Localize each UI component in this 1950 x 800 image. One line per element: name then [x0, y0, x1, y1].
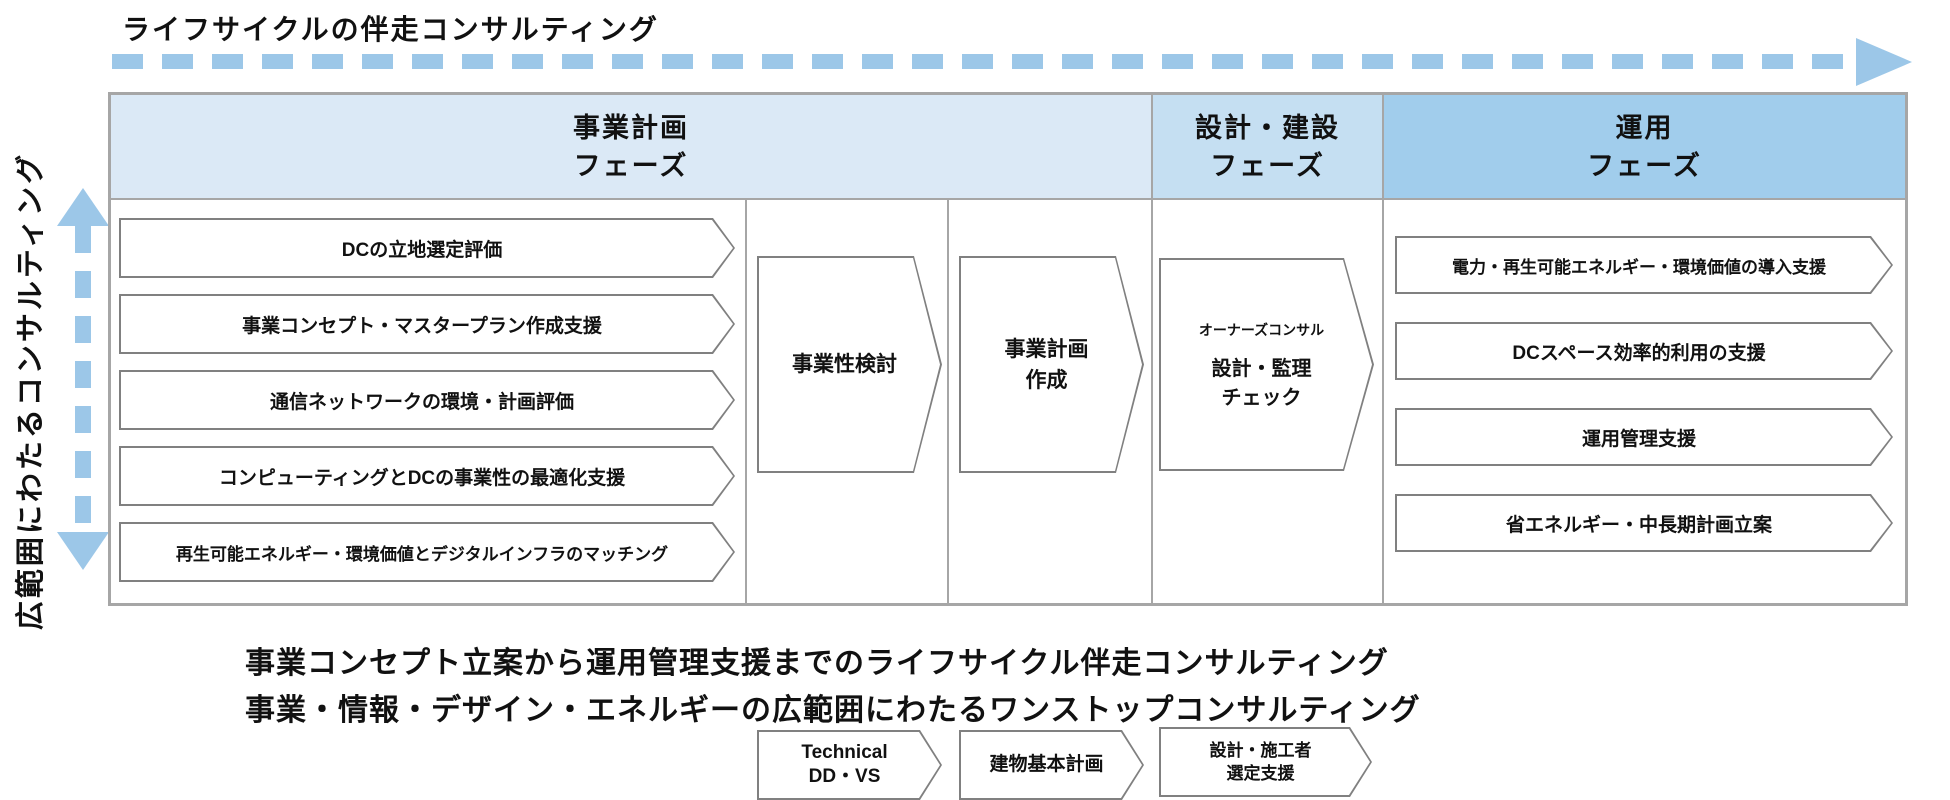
process-label-line2: 選定支援	[1226, 764, 1295, 783]
process-label: 建物基本計画	[989, 754, 1104, 775]
process-arrow-box: 運用管理支援	[1395, 408, 1893, 466]
phase-header-line1: 設計・建設	[1195, 112, 1340, 143]
process-label: 再生可能エネルギー・環境価値とデジタルインフラのマッチング	[175, 544, 669, 564]
process-label-line2: 作成	[1025, 368, 1068, 392]
lifecycle-arrow-dashes	[112, 54, 1858, 69]
contractor-selection-box: 設計・施工者 選定支援	[1159, 727, 1372, 797]
technical-dd-vs-box: Technical DD・VS	[757, 730, 942, 800]
phase-header-business-planning: 事業計画 フェーズ	[111, 95, 1151, 200]
feasibility-chevron: 事業性検討	[757, 256, 942, 473]
owners-consult-tag: オーナーズコンサル	[1198, 322, 1325, 338]
process-label: DCスペース効率的利用の支援	[1512, 342, 1766, 364]
scope-arrow-label: 広範囲にわたるコンサルティング	[15, 151, 47, 631]
process-arrow-box: 省エネルギー・中長期計画立案	[1395, 494, 1893, 552]
owners-consult-chevron: オーナーズコンサル 設計・監理 チェック	[1159, 258, 1374, 471]
process-arrow-box: DCの立地選定評価	[119, 218, 735, 278]
process-label-line1: Technical	[801, 742, 888, 763]
phase-header-line2: フェーズ	[1587, 150, 1702, 181]
process-label: DCの立地選定評価	[341, 239, 503, 261]
summary-caption-line1: 事業コンセプト立案から運用管理支援までのライフサイクル伴走コンサルティング	[245, 647, 1389, 680]
lifecycle-arrow-label: ライフサイクルの伴走コンサルティング	[122, 14, 659, 45]
process-label: 省エネルギー・中長期計画立案	[1505, 514, 1772, 536]
summary-caption: 事業コンセプト立案から運用管理支援までのライフサイクル伴走コンサルティング 事業…	[245, 640, 1421, 734]
process-label: 運用管理支援	[1581, 428, 1696, 450]
phase-header-line2: フェーズ	[1210, 150, 1325, 181]
process-label: 通信ネットワークの環境・計画評価	[269, 391, 574, 413]
process-arrow-box: 電力・再生可能エネルギー・環境価値の導入支援	[1395, 236, 1893, 294]
process-label: コンピューティングとDCの事業性の最適化支援	[218, 467, 626, 489]
process-label-line1: 設計・施工者	[1209, 741, 1312, 760]
process-label: 事業性検討	[792, 353, 897, 376]
process-arrow-box: 事業コンセプト・マスタープラン作成支援	[119, 294, 735, 354]
process-label-line2: DD・VS	[808, 766, 881, 787]
process-label: 電力・再生可能エネルギー・環境価値の導入支援	[1452, 257, 1826, 277]
scope-arrow-down-head-icon	[57, 532, 109, 570]
process-label: 事業コンセプト・マスタープラン作成支援	[242, 315, 602, 337]
phase-header-design-build: 設計・建設 フェーズ	[1151, 95, 1382, 200]
column-design-build: オーナーズコンサル 設計・監理 チェック 設計・施工者 選定支援	[1151, 200, 1382, 603]
summary-caption-line2: 事業・情報・デザイン・エネルギーの広範囲にわたるワンストップコンサルティング	[245, 694, 1421, 727]
process-arrow-box: 通信ネットワークの環境・計画評価	[119, 370, 735, 430]
scope-arrow-dashes	[75, 226, 91, 532]
process-label-line1: 設計・監理	[1211, 358, 1312, 380]
business-plan-chevron: 事業計画 作成	[959, 256, 1144, 473]
process-label-line1: 事業計画	[1004, 337, 1089, 361]
process-arrow-box: コンピューティングとDCの事業性の最適化支援	[119, 446, 735, 506]
column-business-planning-services: DCの立地選定評価 事業コンセプト・マスタープラン作成支援 通信ネットワークの環…	[111, 200, 745, 603]
column-feasibility: 事業性検討 Technical DD・VS	[745, 200, 947, 603]
scope-arrow-up-head-icon	[57, 188, 109, 226]
phase-header-line2: フェーズ	[573, 150, 689, 181]
process-label-line2: チェック	[1221, 387, 1302, 409]
lifecycle-arrow-head-icon	[1856, 38, 1912, 86]
process-arrow-box: 再生可能エネルギー・環境価値とデジタルインフラのマッチング	[119, 522, 735, 582]
phase-header-line1: 事業計画	[573, 112, 689, 143]
phase-header-line1: 運用	[1615, 112, 1674, 143]
building-basic-plan-box: 建物基本計画	[959, 730, 1144, 800]
column-business-plan: 事業計画 作成 建物基本計画	[947, 200, 1151, 603]
column-operation-services: 電力・再生可能エネルギー・環境価値の導入支援 DCスペース効率的利用の支援 運用…	[1382, 200, 1905, 603]
phase-header-operation: 運用 フェーズ	[1382, 95, 1905, 200]
process-arrow-box: DCスペース効率的利用の支援	[1395, 322, 1893, 380]
phase-table: 事業計画 フェーズ 設計・建設 フェーズ 運用 フェーズ DCの立地選定評価 事…	[108, 92, 1908, 606]
